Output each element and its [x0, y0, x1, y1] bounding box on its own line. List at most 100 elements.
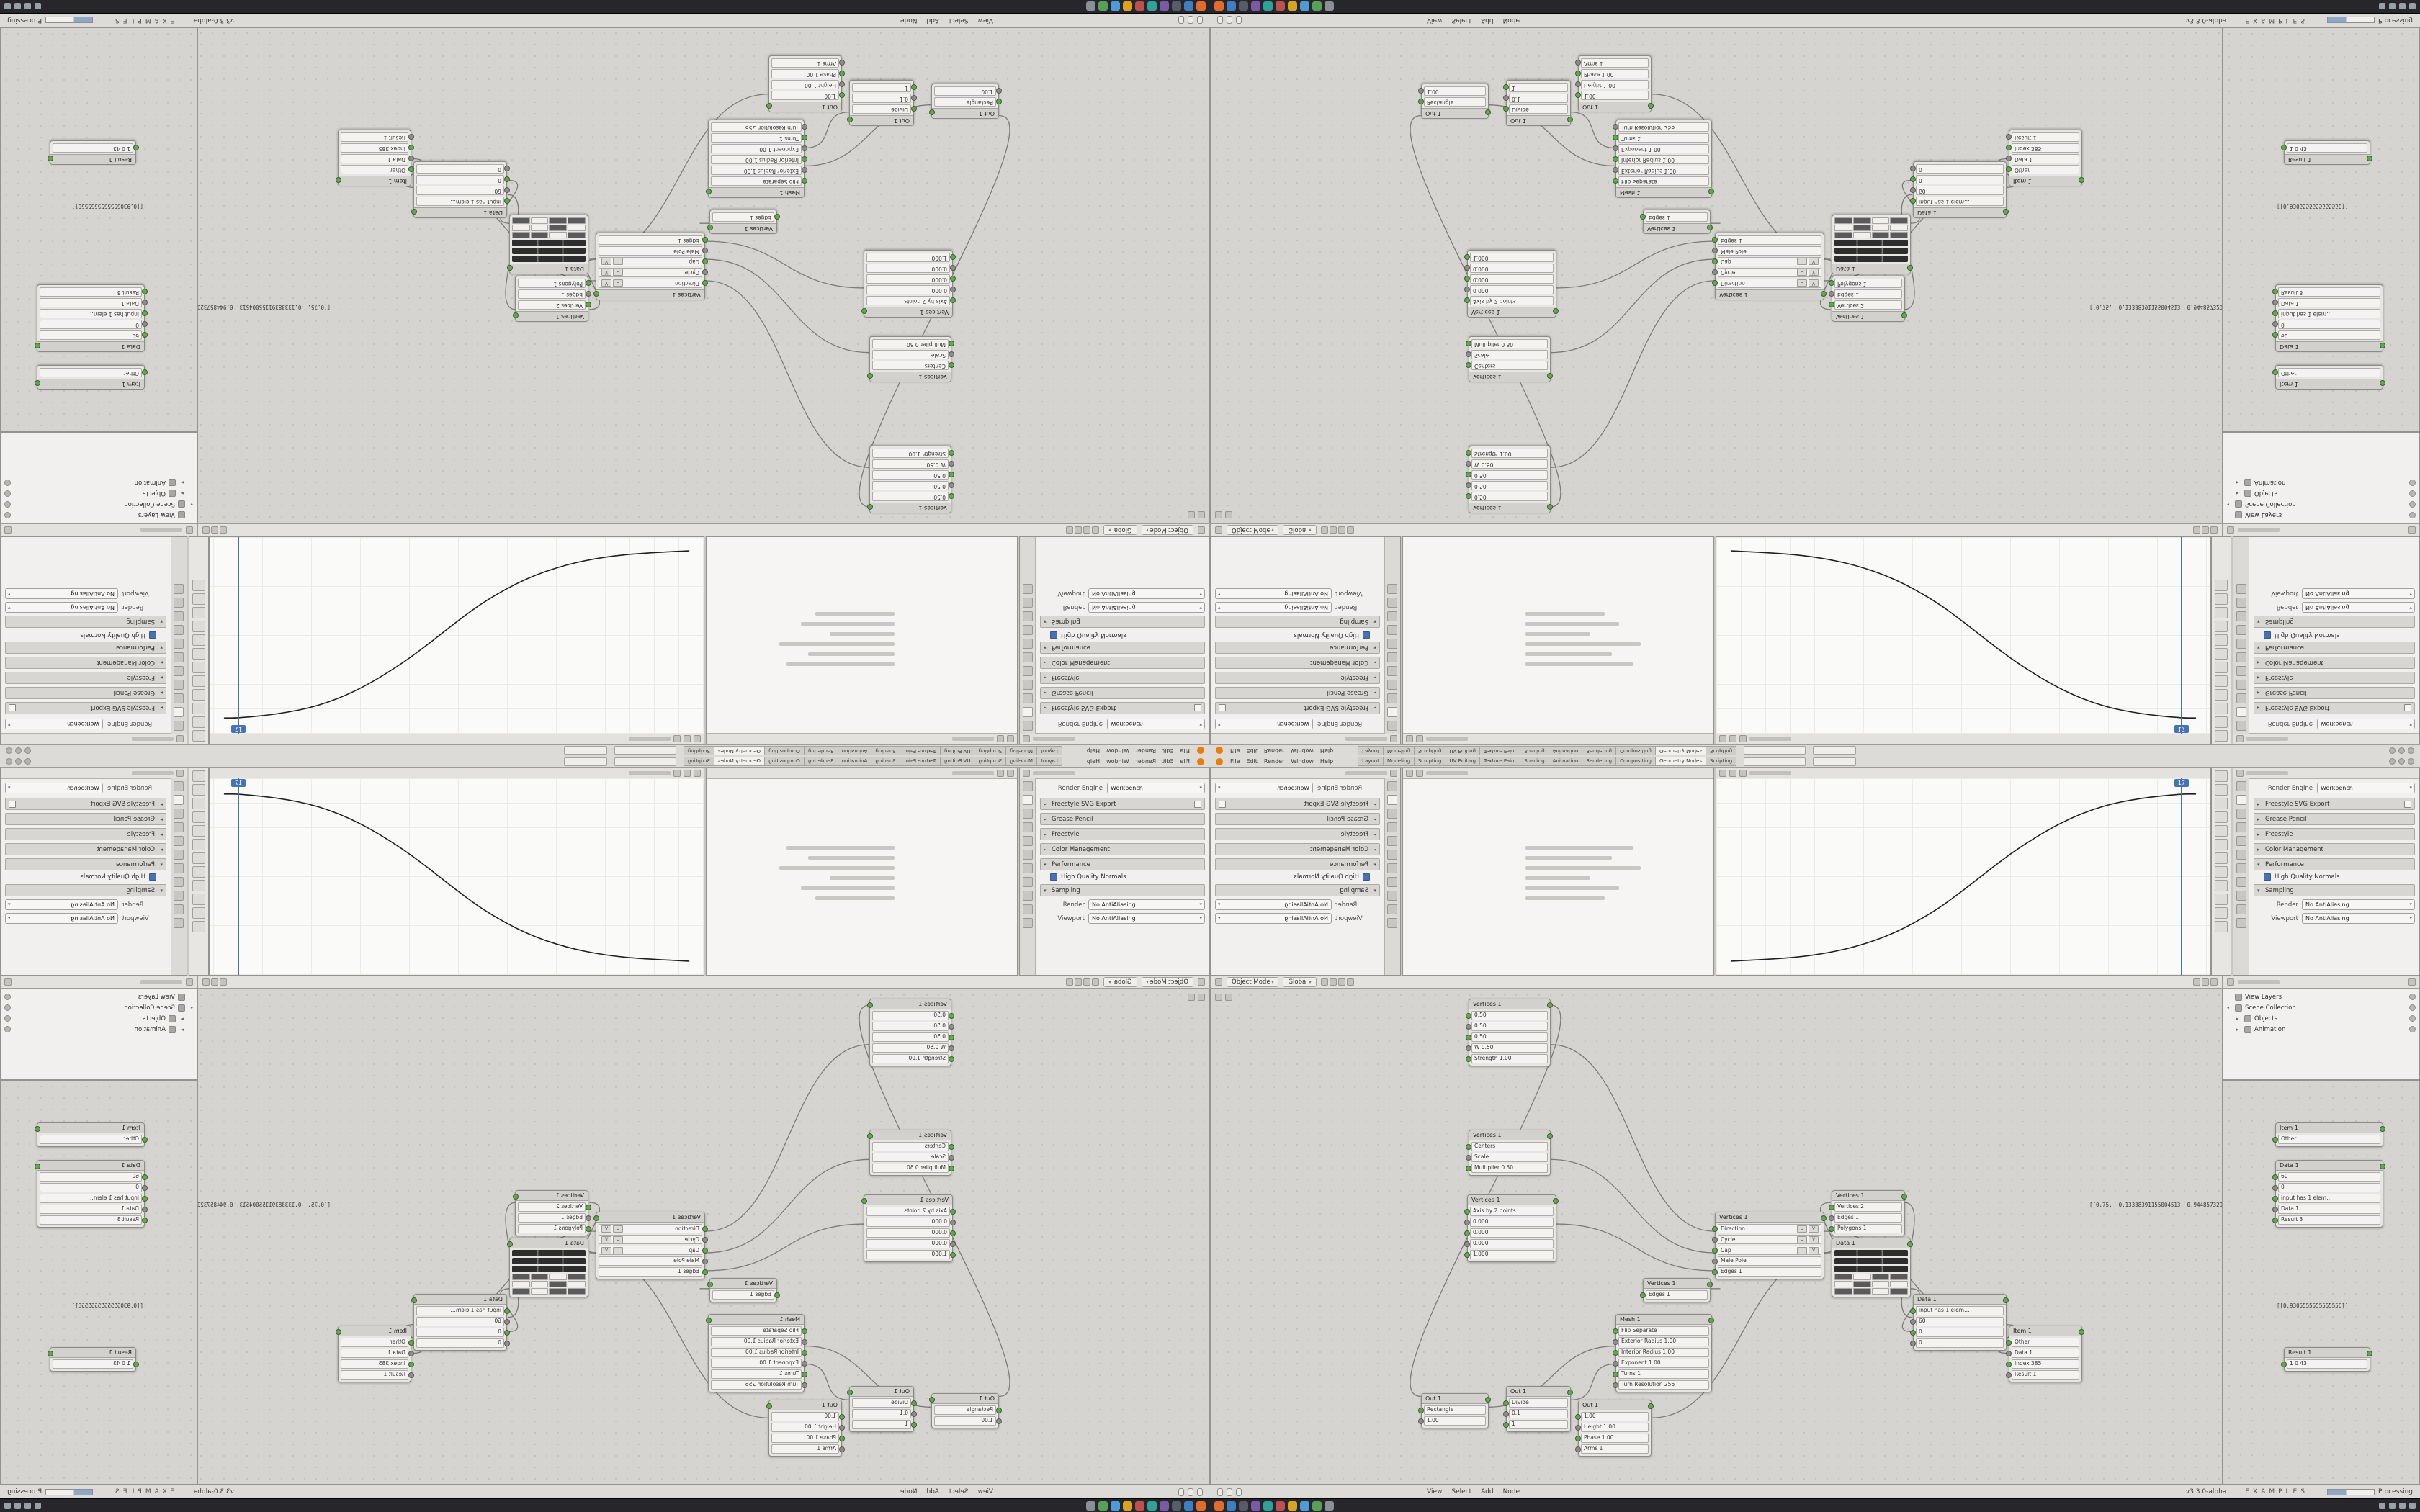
panel-checkbox[interactable]	[2404, 800, 2411, 808]
node-field[interactable]: Vertices 2	[1834, 300, 1902, 310]
node-title[interactable]: Mesh 1	[1616, 1315, 1714, 1325]
node-enum-block[interactable]: Data 1	[509, 215, 588, 274]
properties-tab-icon[interactable]	[1022, 611, 1033, 621]
node-field[interactable]: W 0.50	[872, 459, 949, 469]
node-title[interactable]: Item 1	[2009, 1326, 2084, 1336]
node-field[interactable]: 0.50	[872, 1011, 949, 1020]
taskbar-app-icon[interactable]	[1135, 1500, 1144, 1511]
strip-button[interactable]	[2215, 880, 2228, 891]
options-icon[interactable]	[202, 526, 210, 534]
view-menu-icon[interactable]	[684, 770, 691, 777]
search-input[interactable]	[2238, 980, 2280, 984]
strip-button[interactable]	[2215, 648, 2228, 660]
visibility-toggle[interactable]	[2409, 1026, 2416, 1032]
workspace-tab[interactable]: Layout	[1358, 746, 1383, 755]
node-field[interactable]: Centers	[1471, 361, 1548, 370]
node-field[interactable]: 0.000	[1464, 1228, 1554, 1238]
status-menu-node[interactable]: Node	[1502, 1488, 1520, 1495]
antialiasing-dropdown[interactable]: No AntiAliasing	[1088, 913, 1205, 924]
workspace-tab[interactable]: Compositing	[765, 746, 805, 755]
node-field[interactable]: 0.000	[866, 1228, 950, 1238]
toggle-cell[interactable]	[568, 232, 586, 238]
tray-icon[interactable]	[4, 1502, 11, 1509]
node-field[interactable]: Divide	[1509, 104, 1568, 114]
strip-button[interactable]	[192, 648, 205, 660]
taskbar-app-icon[interactable]	[1111, 1500, 1120, 1511]
node-title[interactable]: Out 1	[1422, 108, 1488, 118]
node-title[interactable]: Item 1	[339, 1326, 411, 1336]
node-title[interactable]: Vertices 1	[870, 1130, 951, 1140]
tray-icon[interactable]	[2399, 3, 2406, 10]
node-field[interactable]: Exponent 1.00	[711, 1359, 802, 1368]
node-field[interactable]: 0.50	[1471, 481, 1548, 490]
node-field[interactable]: Axis by 2 points	[866, 296, 950, 305]
node-title[interactable]: Vertices 1	[870, 999, 951, 1009]
strip-button[interactable]	[2215, 921, 2228, 932]
toggle-v[interactable]: V	[1809, 1246, 1819, 1254]
properties-tab-icon[interactable]	[2236, 625, 2246, 635]
toggle-cell[interactable]	[1890, 1274, 1908, 1280]
node-field[interactable]: Strength 1.00	[872, 449, 949, 458]
status-menu-view[interactable]: View	[1427, 17, 1443, 24]
node-title[interactable]: Data 1	[37, 341, 144, 351]
node-field[interactable]: 1.000	[1464, 1250, 1554, 1259]
editor-type-icon[interactable]	[1406, 735, 1413, 742]
node-field[interactable]: Index 385	[341, 143, 408, 153]
node-title[interactable]: Data 1	[510, 264, 588, 274]
orientation-dropdown[interactable]: Global	[1283, 525, 1317, 535]
panel-freestyle-svg-export[interactable]: ▸Freestyle SVG Export	[1215, 798, 1380, 810]
node-field[interactable]: Result 1	[2012, 132, 2079, 142]
taskbar-app-icon[interactable]	[1111, 1, 1120, 12]
node-field[interactable]: 1.00	[1575, 1412, 1649, 1421]
node-field[interactable]: Multiplier 0.50	[1466, 1164, 1548, 1173]
high-quality-normals-checkbox[interactable]	[2264, 631, 2271, 639]
orientation-dropdown[interactable]: Global	[1283, 977, 1317, 987]
taskbar-app-icon[interactable]	[1312, 1, 1322, 12]
workspace-tab[interactable]: Sculpting	[1413, 757, 1446, 766]
properties-tab-icon[interactable]	[1022, 707, 1033, 717]
status-menu-add[interactable]: Add	[1481, 1488, 1494, 1495]
node-field[interactable]: 0	[40, 1183, 142, 1192]
cursor-icon[interactable]	[1188, 994, 1195, 1001]
panel-color-management[interactable]: ▸Color Management	[2254, 657, 2415, 669]
properties-tab-icon[interactable]	[2236, 639, 2246, 649]
node-title[interactable]: Out 1	[769, 1400, 841, 1410]
node-enum-strip[interactable]	[1834, 1258, 1908, 1264]
strip-button[interactable]	[2215, 784, 2228, 796]
properties-tab-icon[interactable]	[1022, 795, 1033, 805]
node-field[interactable]: Turns 1	[1618, 133, 1709, 143]
node-field[interactable]: Edges 1	[1646, 212, 1708, 222]
orientation-dropdown[interactable]: Global	[1103, 525, 1137, 535]
overlays-icon[interactable]	[2193, 978, 2200, 986]
workspace-tab[interactable]: Layout	[1358, 757, 1383, 766]
node-field[interactable]: Index 385	[2012, 143, 2079, 153]
toggle-u[interactable]: U	[1797, 269, 1807, 276]
blender-logo-icon[interactable]	[1197, 757, 1204, 765]
workspace-tab[interactable]: Geometry Nodes	[714, 746, 766, 755]
taskbar-app-icon[interactable]	[1184, 1500, 1193, 1511]
node-field[interactable]: Arms 1	[1581, 58, 1649, 68]
tray-icon[interactable]	[35, 3, 41, 10]
node-field[interactable]: 0.1	[852, 94, 911, 103]
properties-tab-icon[interactable]	[1022, 652, 1033, 662]
node-field[interactable]: 0.000	[1464, 1239, 1554, 1248]
toggle-cell[interactable]	[1834, 225, 1852, 231]
properties-tab-icon[interactable]	[1387, 795, 1398, 805]
properties-tab-icon[interactable]	[1022, 918, 1033, 928]
high-quality-normals-checkbox[interactable]	[2264, 873, 2271, 881]
node-field[interactable]: 1.00	[934, 86, 996, 96]
status-menu-add[interactable]: Add	[926, 1488, 939, 1495]
node-field[interactable]: Strength 1.00	[872, 1054, 949, 1063]
menu-icon[interactable]	[997, 770, 1004, 777]
magnet-icon[interactable]	[1329, 978, 1337, 986]
node-field[interactable]: 1 0 43	[53, 1359, 133, 1369]
pivot-icon[interactable]	[1066, 526, 1074, 534]
node-field[interactable]: Scale	[1471, 350, 1548, 359]
pivot-icon[interactable]	[1066, 978, 1074, 986]
workspace-tab[interactable]: Scripting	[683, 757, 714, 766]
